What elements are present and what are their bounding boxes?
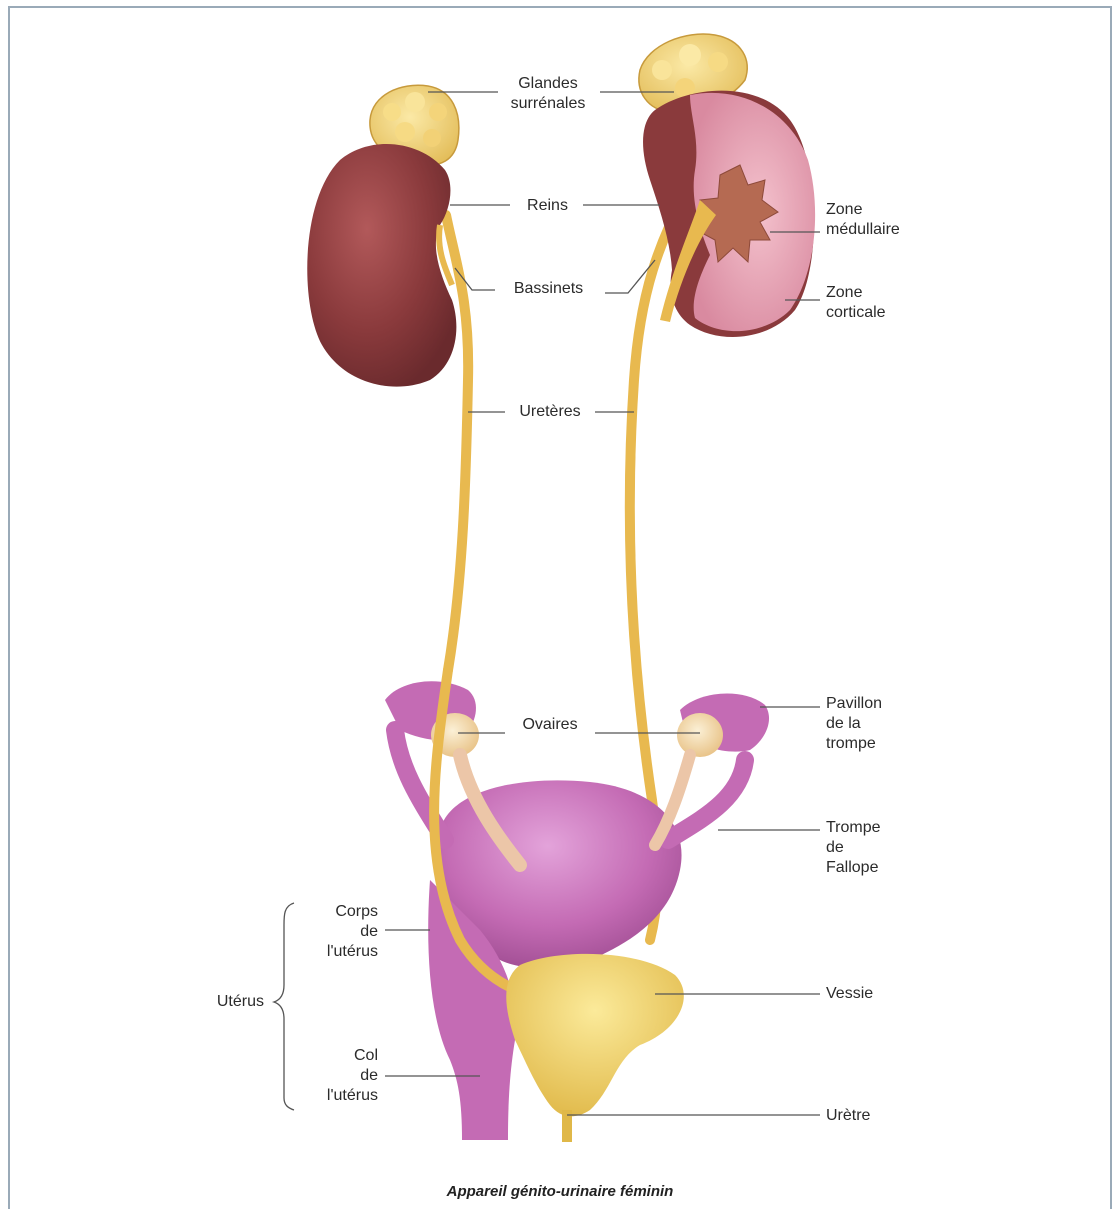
diagram-caption: Appareil génito-urinaire féminin <box>0 1183 1120 1200</box>
label-corps-uterus: Corps de l'utérus <box>300 902 378 962</box>
right-ovary <box>677 713 723 757</box>
label-ovaires: Ovaires <box>505 715 595 735</box>
bladder <box>506 954 684 1116</box>
label-zone-medullaire: Zone médullaire <box>826 200 936 240</box>
label-bassinets: Bassinets <box>496 279 601 299</box>
label-uterus: Utérus <box>198 992 264 1012</box>
label-reins: Reins <box>510 196 585 216</box>
left-kidney <box>307 144 456 387</box>
label-uretre: Urètre <box>826 1106 916 1126</box>
label-col-uterus: Col de l'utérus <box>300 1046 378 1106</box>
label-zone-corticale: Zone corticale <box>826 283 926 323</box>
label-trompe-fallope: Trompe de Fallope <box>826 818 916 878</box>
label-glandes-surrenales: Glandes surrénales <box>498 74 598 114</box>
label-ureteres: Uretères <box>505 402 595 422</box>
label-pavillon-trompe: Pavillon de la trompe <box>826 694 916 754</box>
label-vessie: Vessie <box>826 984 916 1004</box>
uterus-brace <box>274 903 294 1110</box>
